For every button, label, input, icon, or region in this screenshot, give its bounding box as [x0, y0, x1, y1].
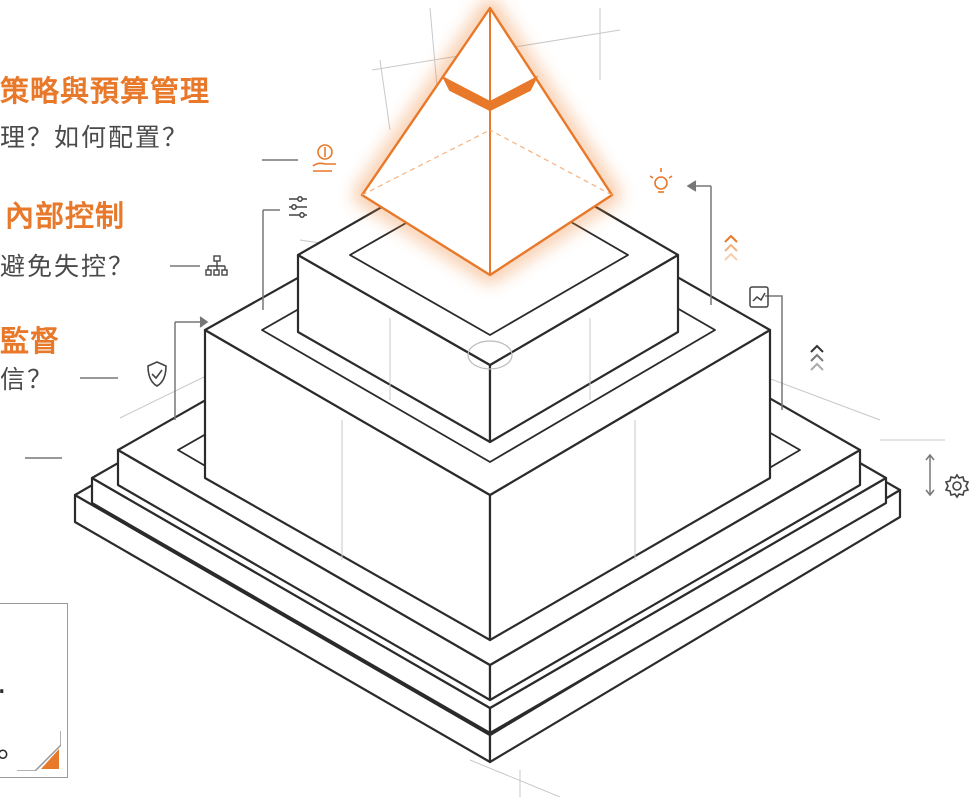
lightbulb-icon [649, 168, 673, 193]
shield-check-icon [147, 361, 167, 387]
level-question-third: 信？ [0, 365, 55, 394]
pyramid-apex [352, 0, 622, 284]
level-question-top: 理？如何配置？ [0, 123, 190, 152]
double-chevron-up-icon [724, 234, 738, 261]
corner-fold-icon [17, 731, 61, 771]
sliders-icon [289, 196, 307, 218]
level-heading-third: 監督 [0, 324, 61, 358]
gear-icon [944, 473, 970, 499]
callout-mark-1: . [0, 666, 7, 701]
connectors [25, 159, 935, 497]
callout-mark-2: 。 [0, 730, 27, 765]
level-heading-top: 策略與預算管理 [0, 74, 211, 108]
report-chart-icon [749, 286, 769, 308]
level-heading-second: 內部控制 [5, 199, 126, 233]
double-chevron-up-icon [810, 344, 824, 371]
money-hand-icon [312, 144, 336, 172]
org-chart-icon [205, 255, 228, 276]
level-question-second: 避免失控？ [0, 252, 136, 281]
callout-card: . 。 [0, 603, 68, 778]
